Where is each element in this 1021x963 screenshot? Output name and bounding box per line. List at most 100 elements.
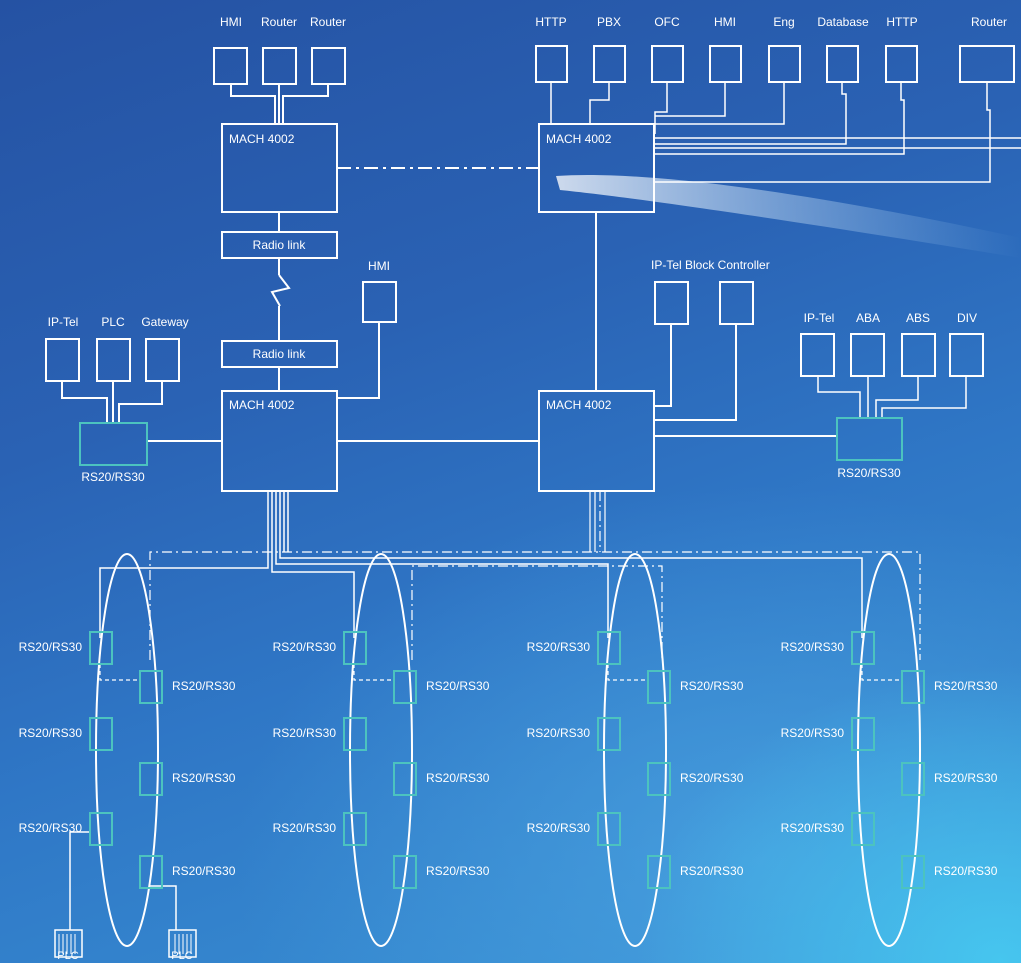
device-label-pbx: PBX [596, 15, 622, 29]
device-label-router-top-2: Router [309, 15, 347, 29]
ring-rs-switch [89, 812, 113, 846]
device-label-gateway: Gateway [141, 315, 189, 329]
ring-rs-label: RS20/RS30 [680, 864, 744, 878]
radio-lightning-icon [270, 274, 291, 307]
device-label-hmi-top: HMI [220, 15, 242, 29]
plc-stripes [58, 934, 192, 954]
rs-label-left: RS20/RS30 [81, 470, 145, 484]
switch-label-mach-a: MACH 4002 [229, 132, 295, 146]
ring-rs-switch [597, 812, 621, 846]
tree-lines [589, 491, 606, 552]
ring-rs-label: RS20/RS30 [680, 679, 744, 693]
radio-link-box-1 [221, 231, 338, 259]
device-box-http-2 [885, 45, 918, 83]
device-link-lines [69, 831, 177, 930]
device-box-plc-left [96, 338, 131, 382]
device-box-abs [901, 333, 936, 377]
ring-rs-label: RS20/RS30 [272, 640, 336, 654]
block-controller-label: IP-Tel Block Controller [651, 258, 770, 272]
device-box-aba [850, 333, 885, 377]
switch-label-mach-d: MACH 4002 [546, 398, 612, 412]
device-box-http-1 [535, 45, 568, 83]
ring-rs-label: RS20/RS30 [526, 821, 590, 835]
ring-rs-switch [343, 717, 367, 751]
ring-rs-switch [851, 812, 875, 846]
ring-rs-label: RS20/RS30 [426, 679, 490, 693]
ring-dashed-link [99, 664, 900, 681]
device-label-eng: Eng [773, 15, 795, 29]
device-box-hmi-top [213, 47, 248, 85]
device-label-hmi-right: HMI [714, 15, 736, 29]
switch-label-mach-c: MACH 4002 [229, 398, 295, 412]
ring-rs-switches [89, 631, 925, 889]
ring-rs-switch [343, 812, 367, 846]
device-box-ip-tel-right [800, 333, 835, 377]
rs-switch-box-left [79, 422, 148, 466]
ring-rs-label: RS20/RS30 [934, 864, 998, 878]
ring-rs-switch [89, 631, 113, 665]
device-box-hmi-mid [362, 281, 397, 323]
ring-rs-switch [901, 855, 925, 889]
ring-rs-label: RS20/RS30 [18, 640, 82, 654]
rs-label-right: RS20/RS30 [837, 466, 901, 480]
device-label-aba: ABA [855, 311, 881, 325]
radio-link-label-1: Radio link [252, 238, 306, 252]
plc-box-1 [54, 929, 83, 958]
ring-rs-label: RS20/RS30 [526, 726, 590, 740]
ring-rs-label: RS20/RS30 [780, 640, 844, 654]
device-label-http-2: HTTP [886, 15, 918, 29]
device-box-pbx [593, 45, 626, 83]
device-label-http-1: HTTP [535, 15, 567, 29]
device-box-router-right [959, 45, 1015, 83]
device-link-lines [655, 137, 1021, 149]
radio-link-box-2 [221, 340, 338, 368]
ring-rs-label: RS20/RS30 [172, 864, 236, 878]
device-box-div [949, 333, 984, 377]
tree-dashdot-lines [149, 491, 921, 660]
ring-rs-switch [393, 855, 417, 889]
device-link-lines [230, 84, 329, 124]
ring-rs-label: RS20/RS30 [18, 821, 82, 835]
switch-label-mach-b: MACH 4002 [546, 132, 612, 146]
device-link-lines [337, 322, 380, 399]
ring-rs-switch [139, 855, 163, 889]
ring-rs-switch [139, 762, 163, 796]
radio-link-label-2: Radio link [252, 347, 306, 361]
ring-rs-label: RS20/RS30 [934, 679, 998, 693]
device-label-ip-tel-left: IP-Tel [47, 315, 79, 329]
ring-rs-switch [647, 855, 671, 889]
ring-rs-switch [647, 670, 671, 704]
device-label-div: DIV [956, 311, 978, 325]
ring-rs-switch [597, 717, 621, 751]
device-label-hmi-mid: HMI [368, 259, 390, 273]
ring-rs-switch [393, 762, 417, 796]
ring-rs-switch [89, 717, 113, 751]
ring-rs-label: RS20/RS30 [680, 771, 744, 785]
device-box-eng [768, 45, 801, 83]
ring-rs-switch [597, 631, 621, 665]
plc-box-2 [168, 929, 197, 958]
device-label-database: Database [817, 15, 869, 29]
device-box-ofc [651, 45, 684, 83]
comet-streak [556, 174, 1021, 258]
ring-rs-switch [901, 670, 925, 704]
device-link-lines [654, 324, 737, 421]
ring-rs-label: RS20/RS30 [172, 771, 236, 785]
device-label-ip-tel-right: IP-Tel [803, 311, 835, 325]
device-label-plc-left: PLC [101, 315, 125, 329]
device-link-lines [550, 82, 991, 183]
device-link-lines [61, 381, 163, 423]
ring-rs-switch [851, 631, 875, 665]
device-link-lines [817, 376, 967, 418]
plc-label-2: PLC [171, 950, 193, 962]
rs-switch-box-right [836, 417, 903, 461]
device-label-abs: ABS [905, 311, 931, 325]
ring-rs-label: RS20/RS30 [426, 864, 490, 878]
ring-rs-label: RS20/RS30 [172, 679, 236, 693]
device-box-block-controller-2 [719, 281, 754, 325]
device-label-ofc: OFC [654, 15, 680, 29]
ring-rs-switch [343, 631, 367, 665]
device-box-database [826, 45, 859, 83]
